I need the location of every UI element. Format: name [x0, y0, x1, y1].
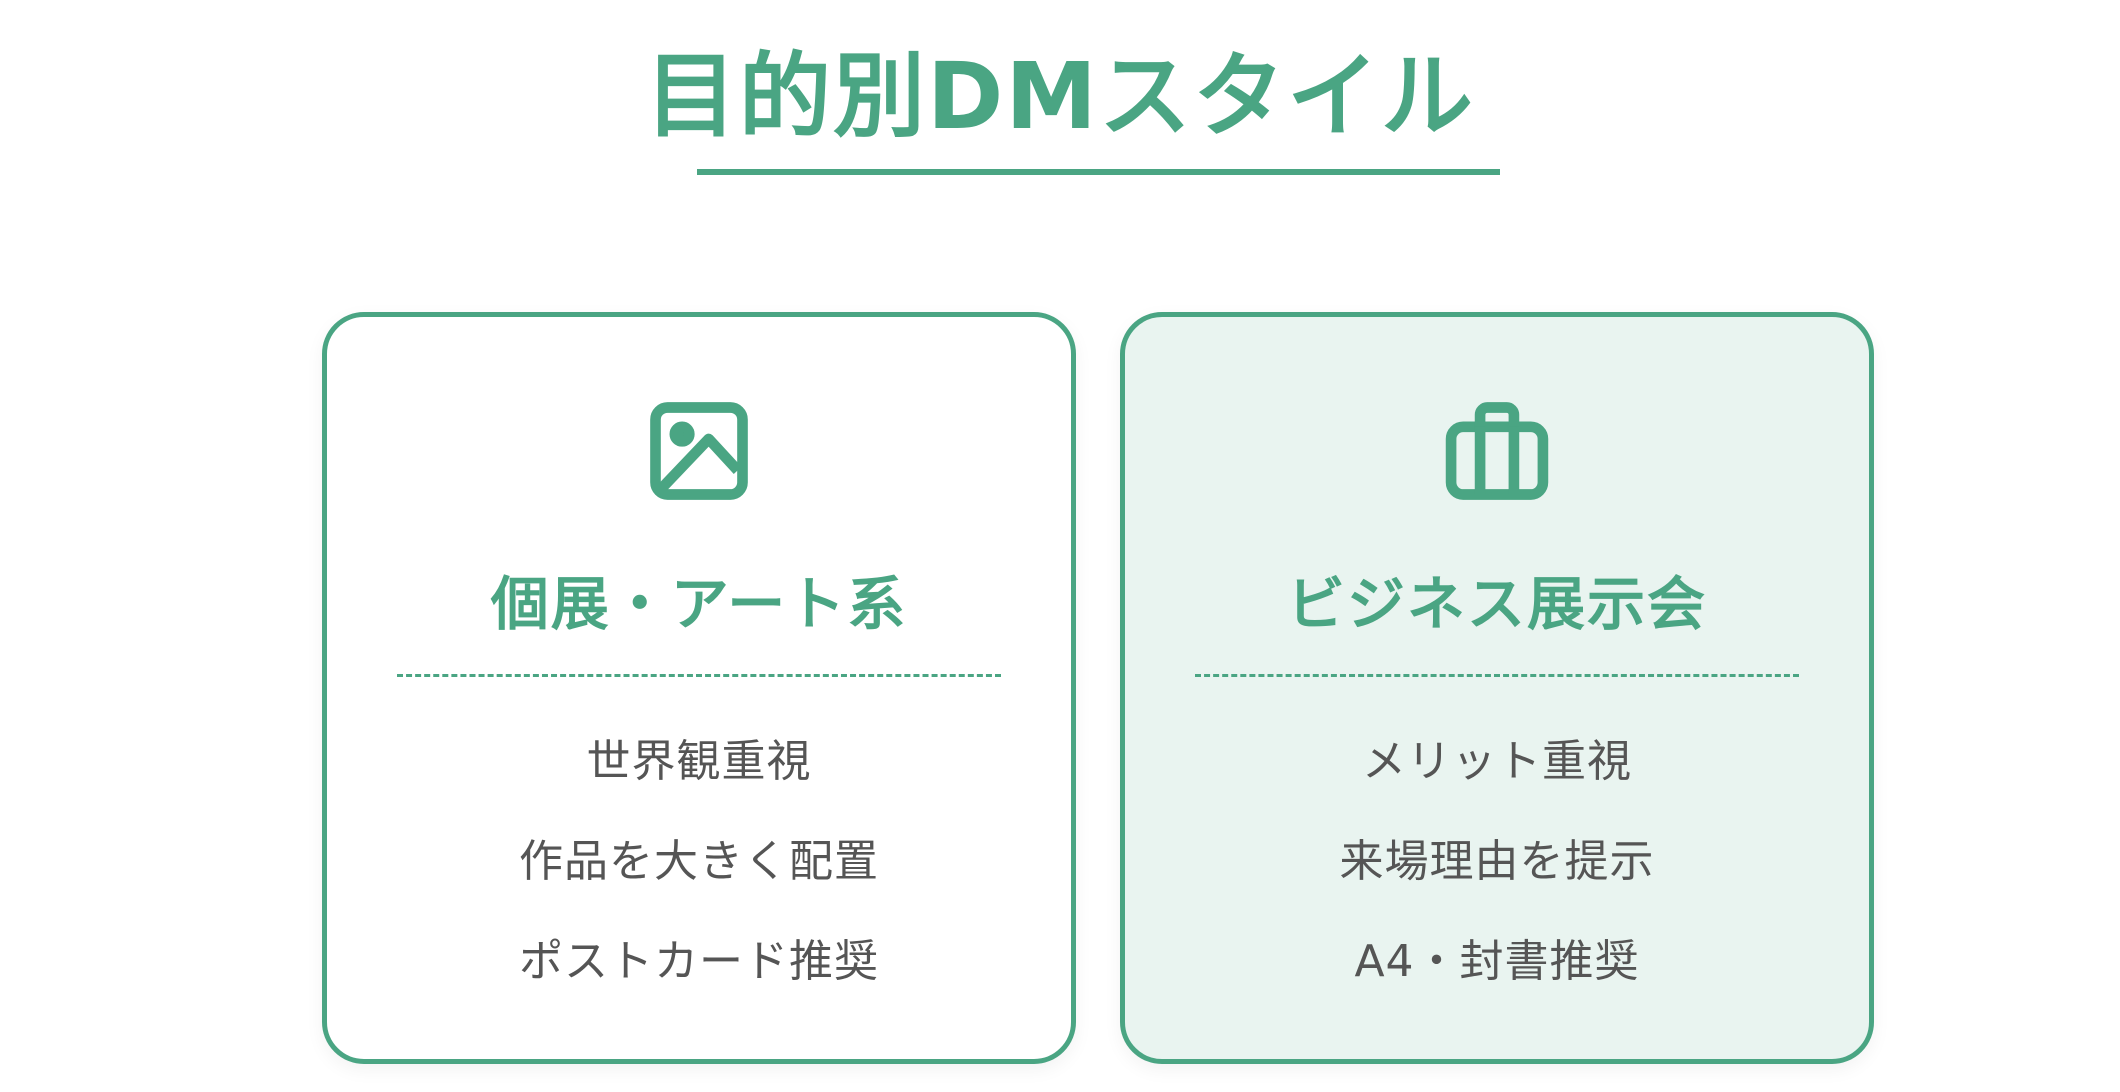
divider	[1195, 674, 1799, 677]
divider	[397, 674, 1001, 677]
list-item: メリット重視	[1362, 736, 1632, 787]
card-business: ビジネス展示会 メリット重視 来場理由を提示 A4・封書推奨	[1120, 312, 1874, 1064]
list-item: 作品を大きく配置	[519, 836, 879, 887]
list-item: 来場理由を提示	[1339, 836, 1655, 887]
briefcase-icon	[1445, 402, 1549, 500]
card-heading: 個展・アート系	[490, 570, 908, 638]
card-heading: ビジネス展示会	[1286, 570, 1707, 638]
card-art: 個展・アート系 世界観重視 作品を大きく配置 ポストカード推奨	[322, 312, 1076, 1064]
image-icon	[650, 402, 748, 500]
feature-list: 世界観重視 作品を大きく配置 ポストカード推奨	[327, 712, 1071, 1012]
feature-list: メリット重視 来場理由を提示 A4・封書推奨	[1125, 712, 1869, 1012]
list-item: 世界観重視	[586, 736, 812, 787]
list-item: ポストカード推奨	[519, 936, 879, 987]
page-title: 目的別DMスタイル	[645, 43, 1475, 150]
title-underline	[697, 169, 1500, 175]
list-item: A4・封書推奨	[1354, 936, 1640, 987]
